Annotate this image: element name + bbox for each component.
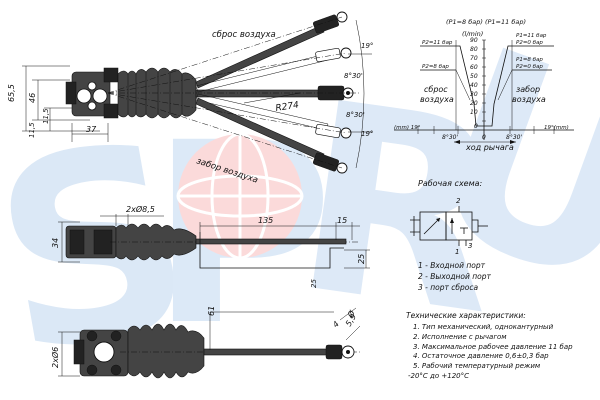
- spec-item: 5. Рабочий температурный режим: [413, 362, 541, 371]
- dim-25-tolerance: 25: [310, 279, 318, 288]
- graph-x-right: 19°(mm): [544, 125, 569, 131]
- dim-11-5-a: 11,5: [42, 108, 50, 124]
- graph-x-r8: 8°30': [506, 134, 522, 141]
- dim-37: 37: [86, 125, 97, 134]
- dim-2x8-5: 2xØ8,5: [126, 204, 155, 214]
- schematic-port-2: 2: [456, 197, 461, 205]
- graph-right-mid-2: P2=0 бар: [516, 64, 543, 70]
- dim-4: 4: [331, 319, 341, 329]
- graph-y-tick: 80: [470, 46, 478, 53]
- specs-list: 1. Тип механический, однокантурный 2. Ис…: [408, 323, 573, 382]
- dim-34: 34: [51, 238, 60, 248]
- specs-title: Технические характеристики:: [406, 311, 526, 320]
- graph-right-top-1: P1=11 бар: [516, 33, 547, 39]
- graph-y-tick: 40: [470, 82, 478, 89]
- spec-item: 2. Исполнение с рычагом: [413, 332, 507, 341]
- spec-item: 3. Максимальное рабочее давление 11 бар: [413, 342, 573, 351]
- dim-135: 135: [258, 216, 273, 225]
- graph-right-zone-1: забор: [516, 85, 540, 94]
- label-angle-19-top: 19°: [361, 42, 373, 50]
- graph-left-zone-2: воздуха: [420, 95, 454, 104]
- dim-2x6: 2xØ6: [50, 347, 60, 368]
- bottom-view: [58, 307, 361, 379]
- schematic-port-1: 1: [455, 248, 459, 256]
- dim-25: 25: [357, 254, 366, 264]
- graph-y-tick: 0: [474, 123, 478, 130]
- dim-65-5: 65,5: [7, 84, 16, 102]
- graph-y-unit: (l/min): [462, 30, 483, 38]
- graph-y-tick: 90: [470, 37, 478, 44]
- dim-phi: Ø: [345, 308, 358, 320]
- graph-y-tick: 30: [470, 91, 478, 98]
- label-angle-8-30-top: 8°30': [344, 72, 363, 80]
- graph-y-tick: 50: [470, 73, 478, 80]
- schematic-title: Рабочая схема:: [418, 179, 483, 188]
- graph-right-mid-1: P1=8 бар: [516, 57, 543, 63]
- label-radius: R274: [275, 100, 300, 114]
- graph-left-mid: P2=8 бар: [422, 64, 449, 70]
- y-ticks: [482, 39, 486, 122]
- label-exhaust-top: сброс воздуха: [212, 30, 276, 40]
- graph-y-tick: 70: [470, 55, 478, 62]
- spec-item: 1. Тип механический, однокантурный: [413, 323, 554, 331]
- graph-x-zero: 0: [482, 134, 486, 141]
- dim-11-5-b: 11,5: [28, 122, 36, 138]
- schematic-legend-2: 2 - Выходной порт: [418, 272, 492, 281]
- graph-left-top: P2=11 бар: [422, 40, 453, 46]
- spec-item: 4. Остаточное давление 0,6±0,3 бар: [413, 352, 549, 361]
- graph-y-tick: 10: [470, 109, 478, 116]
- graph-x-l8: 8°30': [442, 134, 458, 141]
- graph-left-zone-1: сброс: [424, 85, 448, 94]
- spec-item: -20°С до +120°С: [408, 371, 470, 380]
- schematic-legend-3: 3 - порт сброса: [418, 283, 478, 292]
- graph-y-tick: 60: [470, 64, 478, 71]
- graph-right-top-2: P2=0 бар: [516, 40, 543, 46]
- middle-view: [58, 214, 370, 269]
- graph-header: (P1=8 бар) (P1=11 бар): [446, 18, 526, 26]
- graph-x-caption: ход рычага: [465, 143, 514, 152]
- label-angle-8-30-bottom: 8°30': [346, 111, 365, 119]
- label-intake-bottom: забор воздуха: [195, 156, 259, 185]
- top-view: [22, 11, 372, 174]
- graph-y-tick: 20: [470, 100, 478, 107]
- dim-15: 15: [337, 216, 347, 225]
- dim-46: 46: [28, 93, 37, 103]
- valve-schematic: [410, 206, 488, 246]
- graph-x-left: (mm) 19°: [394, 125, 421, 131]
- schematic-legend-1: 1 - Входной порт: [418, 261, 486, 270]
- graph-right-zone-2: воздуха: [512, 95, 546, 104]
- label-angle-19-bottom: 19°: [361, 130, 373, 138]
- schematic-port-3: 3: [468, 242, 472, 250]
- flow-graph: [394, 39, 574, 144]
- dim-61: 61: [207, 306, 216, 316]
